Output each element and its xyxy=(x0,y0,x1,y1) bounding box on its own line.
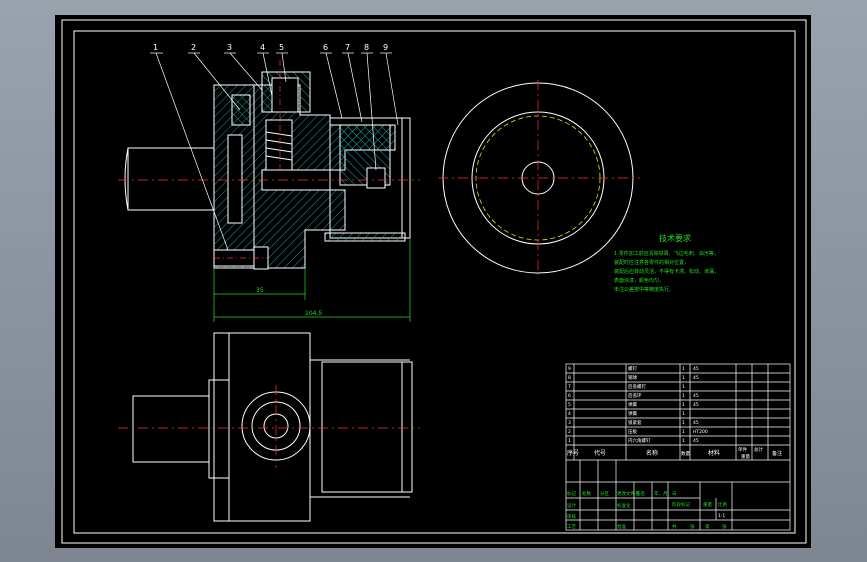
parts-list-rows: 9 螺钉 1 45 8 钢球 1 45 7 后盖螺钉 1 6 后盖环 1 45 … xyxy=(568,365,708,444)
dimension-inner-length: 35 xyxy=(256,287,264,294)
technical-requirements: 技术要求 1.零件加工前应清除铁屑、飞边毛刺、油污等， 装配时应注意各零件的相对… xyxy=(614,233,719,293)
label-count: 处数 xyxy=(582,490,591,497)
label-sheet-no: 第 xyxy=(705,523,710,530)
label-scale: 比例 xyxy=(718,501,727,508)
tech-req-line: 未注公差按中等精度执行。 xyxy=(614,286,674,293)
parts-list-header: 序号 代号 名称 数量 材料 单件 总计 重量 备注 xyxy=(567,446,782,460)
header-name: 名称 xyxy=(646,449,658,457)
label-designer: 设计 xyxy=(567,502,576,509)
header-material: 材料 xyxy=(708,449,720,457)
part-label-8: 8 xyxy=(364,43,369,52)
label-reviewer: 审核 xyxy=(567,513,576,520)
part-row-name: 后盖螺钉 xyxy=(628,383,646,390)
label-change-doc: 更改文件号 xyxy=(617,490,640,497)
label-sheets: 共 xyxy=(672,523,677,530)
part-row-qty: 1 xyxy=(682,366,685,372)
label-stage-mark: 阶段标记 xyxy=(672,501,690,508)
label-sheet: 张 xyxy=(690,523,695,530)
part-label-1: 1 xyxy=(153,43,158,52)
part-row-material: 45 xyxy=(693,420,699,426)
part-row-material: 45 xyxy=(693,366,699,372)
part-row-name: 螺钉 xyxy=(628,365,637,372)
header-weight: 重量 xyxy=(741,453,750,460)
part-label-9: 9 xyxy=(383,43,388,52)
part-row-name: 内六角螺钉 xyxy=(628,437,651,444)
part-row-no: 6 xyxy=(568,393,571,399)
part-label-3: 3 xyxy=(227,43,232,52)
tech-req-line: 装配时应注意各零件的相对位置， xyxy=(614,259,689,266)
part-row-qty: 1 xyxy=(682,375,685,381)
leader-lines xyxy=(150,52,399,251)
part-label-7: 7 xyxy=(345,43,350,52)
part-row-name: 压板 xyxy=(628,428,637,435)
tech-req-line: 装配后应转动灵活，不得有卡滞、松动、渗漏， xyxy=(614,268,719,275)
part-label-4: 4 xyxy=(260,43,265,52)
drawing-background xyxy=(55,15,811,548)
label-signature: 签名 xyxy=(636,490,645,497)
label-approve: 批准 xyxy=(617,523,626,530)
label-weight: 重量 xyxy=(703,501,712,508)
part-row-no: 1 xyxy=(568,438,571,444)
part-row-no: 8 xyxy=(568,375,571,381)
header-code: 代号 xyxy=(594,449,606,457)
part-row-qty: 1 xyxy=(682,411,685,417)
part-row-no: 9 xyxy=(568,366,571,372)
part-row-material: HT200 xyxy=(693,429,708,435)
part-row-material: 45 xyxy=(693,402,699,408)
label-mark: 标记 xyxy=(567,490,576,497)
title-block xyxy=(565,363,791,531)
part-label-5: 5 xyxy=(279,43,284,52)
header-unit-weight: 单件 xyxy=(738,446,747,453)
part-row-name: 弹簧 xyxy=(628,401,637,408)
label-process: 工艺 xyxy=(567,524,576,530)
end-view xyxy=(438,80,640,275)
header-qty: 数量 xyxy=(681,450,690,457)
header-no: 序号 xyxy=(567,449,579,457)
part-row-qty: 1 xyxy=(682,393,685,399)
part-row-qty: 1 xyxy=(682,384,685,390)
header-total-weight: 总计 xyxy=(754,446,763,453)
title-block-labels: 标记 处数 分区 更改文件号 签名 年、月、日 设计 标准化 审核 工艺 批准 … xyxy=(567,490,727,530)
part-label-6: 6 xyxy=(323,43,328,52)
section-view: 1 2 3 4 5 6 7 8 9 35 104.5 xyxy=(118,43,420,322)
tech-req-line: 表面涂漆，颜色均匀， xyxy=(614,277,664,284)
part-number-labels: 1 2 3 4 5 6 7 8 9 xyxy=(153,43,388,52)
part-row-material: 45 xyxy=(693,438,699,444)
label-sheet-2: 张 xyxy=(722,523,727,530)
part-row-material: 45 xyxy=(693,375,699,381)
spring-coils xyxy=(265,131,293,161)
tech-req-title: 技术要求 xyxy=(659,233,691,243)
tech-req-line: 1.零件加工前应清除铁屑、飞边毛刺、油污等， xyxy=(614,250,719,257)
part-row-name: 弹簧 xyxy=(628,410,637,417)
label-division: 分区 xyxy=(600,490,609,497)
part-row-no: 3 xyxy=(568,420,571,426)
part-row-name: 锁紧套 xyxy=(628,419,642,426)
label-scale-value: 1:1 xyxy=(718,513,725,519)
dimension-lines xyxy=(213,238,411,322)
drawing-inner-frame xyxy=(73,30,796,534)
dimension-overall-length: 104.5 xyxy=(305,310,322,317)
part-row-name: 钢球 xyxy=(628,374,637,381)
part-row-qty: 1 xyxy=(682,438,685,444)
header-remarks: 备注 xyxy=(772,450,782,457)
side-view xyxy=(118,332,420,522)
part-row-material: 45 xyxy=(693,393,699,399)
part-row-no: 4 xyxy=(568,411,571,417)
part-row-qty: 1 xyxy=(682,429,685,435)
part-row-qty: 1 xyxy=(682,402,685,408)
part-row-no: 7 xyxy=(568,384,571,390)
part-row-no: 2 xyxy=(568,429,571,435)
part-row-qty: 1 xyxy=(682,420,685,426)
part-row-name: 后盖环 xyxy=(628,392,642,399)
label-standardize: 标准化 xyxy=(617,502,631,509)
label-date: 年、月、日 xyxy=(654,490,677,497)
drawing-outer-frame xyxy=(61,19,807,544)
part-row-no: 5 xyxy=(568,402,571,408)
part-label-2: 2 xyxy=(191,43,196,52)
